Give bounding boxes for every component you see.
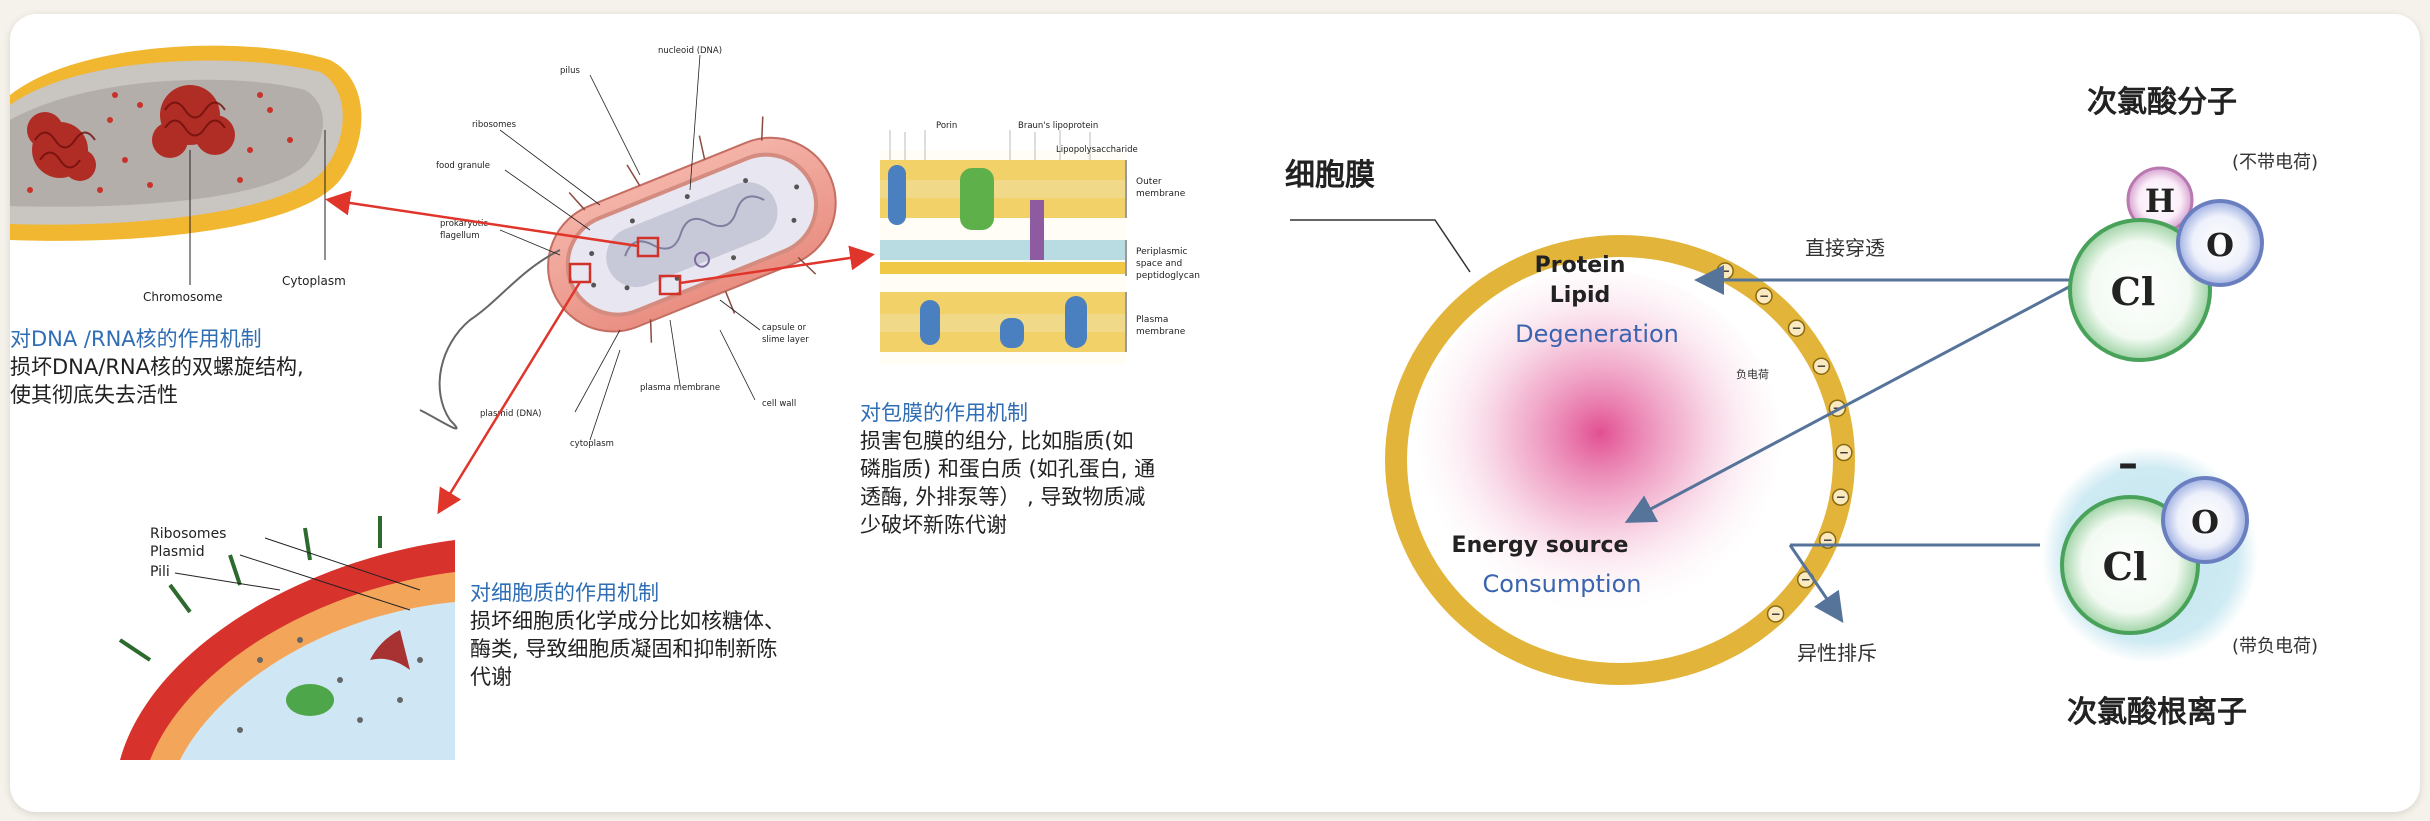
cytoplasm-label-bact: cytoplasm — [570, 439, 614, 449]
pili-label-cyto: Pili — [150, 564, 170, 580]
cell-core-glow — [1420, 270, 1780, 610]
capsule-label-2: slime layer — [762, 335, 809, 345]
outer-membrane-label-1: Outer — [1136, 177, 1162, 187]
ocl-atom-cl: Cl — [2103, 544, 2148, 589]
lipoprotein-label: Braun's lipoprotein — [1018, 121, 1098, 131]
dna-caption-line-2: 使其彻底失去活性 — [10, 383, 178, 407]
plasmid-label-cyto: Plasmid — [150, 544, 205, 560]
direct-penetration-label: 直接穿透 — [1805, 236, 1885, 260]
ocl-note: (带负电荷) — [2232, 636, 2318, 657]
ocl-title: 次氯酸根离子 — [2067, 695, 2247, 730]
negative-charge-sign-6: − — [1836, 490, 1846, 504]
lipid-label: Lipid — [1550, 283, 1611, 308]
cytoplasm-caption-title: 对细胞质的作用机制 — [470, 581, 659, 605]
nucleoid-label: nucleoid (DNA) — [658, 46, 722, 56]
pilus-label: pilus — [560, 66, 581, 76]
protein-label: Protein — [1535, 253, 1626, 278]
dna-caption-line-1: 损坏DNA/RNA核的双螺旋结构, — [10, 355, 304, 379]
envelope-caption-title: 对包膜的作用机制 — [860, 401, 1028, 425]
hocl-atom-o: O — [2206, 226, 2234, 264]
periplasmic-label-3: peptidoglycan — [1136, 271, 1200, 281]
negative-charge-sign-5: − — [1839, 446, 1849, 460]
energy-source-label: Energy source — [1452, 533, 1629, 558]
membrane-pointer — [1290, 219, 1471, 273]
plasma-membrane-label: plasma membrane — [640, 383, 720, 393]
cytoplasm-caption-line-3: 代谢 — [470, 665, 512, 689]
negative-charge-dot-1 — [1755, 287, 1773, 305]
dna-caption-title: 对DNA /RNA核的作用机制 — [10, 327, 262, 351]
negative-charge-sign-8: − — [1801, 573, 1811, 587]
hocl-atom-h: H — [2145, 182, 2175, 220]
porin-label: Porin — [936, 121, 957, 131]
negative-charge-sign-0: − — [1720, 264, 1730, 278]
periplasmic-label-1: Periplasmic — [1136, 247, 1188, 257]
envelope-caption-line-1: 损害包膜的组分, 比如脂质(如 — [860, 429, 1134, 453]
ocl-charge-sign: – — [2118, 441, 2138, 487]
cytoplasm-illustration — [118, 516, 455, 760]
chromosome-illustration — [10, 45, 362, 285]
capsule-label-1: capsule or — [762, 323, 807, 333]
cytoplasm-caption-line-1: 损坏细胞质化学成分比如核糖体、 — [470, 609, 785, 633]
outer-membrane-label-2: membrane — [1136, 189, 1186, 199]
negative-charge-sign-2: − — [1791, 321, 1801, 335]
flagellum-label-1: prokaryotic — [440, 219, 488, 229]
membrane-title: 细胞膜 — [1285, 158, 1375, 193]
degeneration-label: Degeneration — [1515, 320, 1679, 348]
flagellum-label-2: flagellum — [440, 231, 480, 241]
blue-arrows — [1624, 265, 2083, 623]
plasma-membrane-label-1: Plasma — [1136, 315, 1168, 325]
negative-charge-dot-5 — [1835, 443, 1853, 462]
food-granule-label: food granule — [436, 161, 490, 171]
ocl-atom-o: O — [2191, 503, 2219, 541]
periplasmic-label-2: space and — [1136, 259, 1182, 269]
negative-charge-dot-6 — [1831, 488, 1850, 506]
ocl-molecule — [2042, 447, 2258, 663]
negative-charge-sign-1: − — [1759, 289, 1769, 303]
consumption-label: Consumption — [1483, 570, 1642, 598]
negative-charge-sign-9: − — [1771, 607, 1781, 621]
hocl-title: 次氯酸分子 — [2087, 85, 2237, 120]
envelope-caption-line-3: 透酶, 外排泵等） , 导致物质减 — [860, 485, 1145, 509]
chromosome-label: Chromosome — [143, 290, 223, 304]
envelope-caption-line-2: 磷脂质) 和蛋白质 (如孔蛋白, 通 — [860, 457, 1155, 481]
ribosomes-label: ribosomes — [472, 120, 517, 130]
red-arrows — [325, 190, 875, 515]
membrane-illustration — [880, 130, 1127, 365]
lps-label: Lipopolysaccharide — [1056, 145, 1138, 155]
hocl-atom-cl: Cl — [2111, 269, 2156, 314]
repulsion-label: 异性排斥 — [1797, 641, 1877, 665]
cytoplasm-caption-line-2: 酶类, 导致细胞质凝固和抑制新陈 — [470, 637, 777, 661]
hocl-molecule — [2068, 166, 2264, 362]
plasmid-label: plasmid (DNA) — [480, 409, 541, 419]
negative-charge-label: 负电荷 — [1736, 367, 1769, 381]
negative-charge-dot-9 — [1766, 605, 1785, 623]
ribosomes-label-cyto: Ribosomes — [150, 526, 226, 542]
cell-wall-label: cell wall — [762, 399, 796, 409]
negative-charge-sign-7: − — [1823, 533, 1833, 547]
hocl-note: (不带电荷) — [2232, 152, 2318, 173]
cytoplasm-label-top: Cytoplasm — [282, 274, 346, 288]
plasma-membrane-label-2: membrane — [1136, 327, 1186, 337]
bacterium-illustration — [547, 116, 837, 343]
negative-charge-sign-3: − — [1816, 359, 1826, 373]
negative-charge-dot-3 — [1812, 357, 1831, 375]
envelope-caption-line-4: 少破坏新陈代谢 — [860, 513, 1007, 537]
negative-charge-dot-2 — [1787, 319, 1806, 337]
